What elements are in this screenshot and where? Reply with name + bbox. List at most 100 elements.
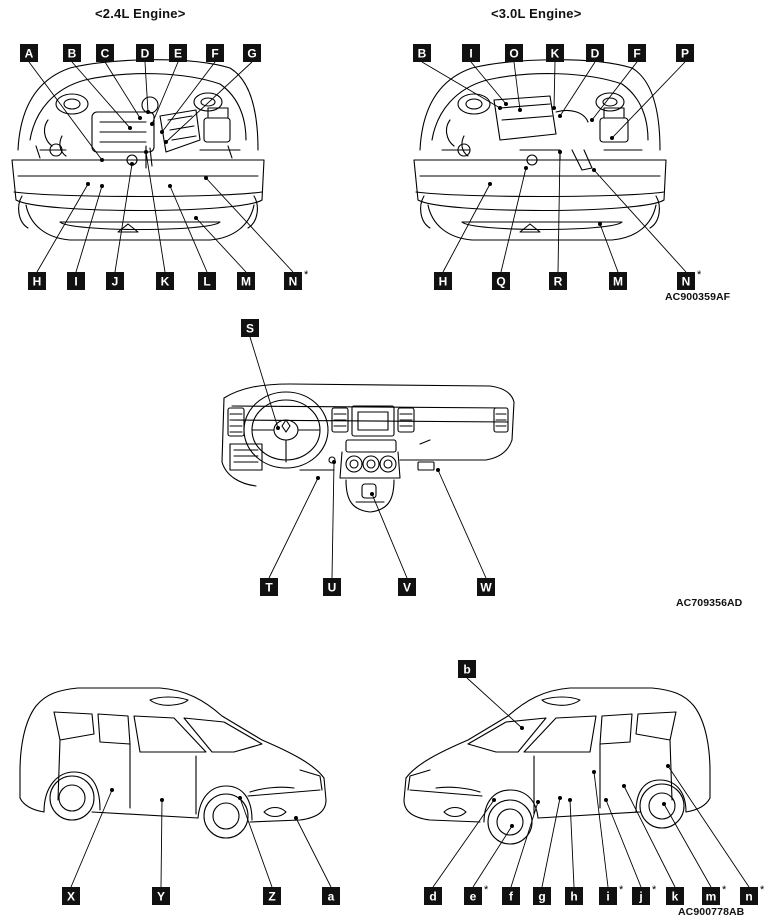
leader-line-L bbox=[169, 185, 208, 273]
leader-line-f bbox=[510, 801, 539, 888]
leader-endpoint-H bbox=[86, 182, 90, 186]
callout-box bbox=[546, 44, 564, 62]
callout-letter: j bbox=[638, 890, 642, 904]
leader-endpoint-Y bbox=[160, 798, 164, 802]
callout-letter: I bbox=[469, 47, 472, 61]
callout-letter: Z bbox=[268, 890, 275, 904]
callout-F: F bbox=[628, 44, 646, 62]
callout-box bbox=[609, 272, 627, 290]
callout-letter: k bbox=[672, 890, 679, 904]
leader-endpoint-N bbox=[592, 168, 596, 172]
leader-endpoints bbox=[86, 102, 670, 828]
leader-line-a bbox=[295, 817, 332, 888]
leader-line-h bbox=[569, 799, 575, 888]
callout-box bbox=[677, 272, 695, 290]
leader-endpoint-m bbox=[662, 802, 666, 806]
callout-box bbox=[67, 272, 85, 290]
callout-E: E bbox=[169, 44, 187, 62]
leader-endpoint-K bbox=[552, 106, 556, 110]
leader-endpoint-O bbox=[518, 108, 522, 112]
asterisk-mark: * bbox=[484, 884, 489, 896]
callout-box bbox=[702, 887, 720, 905]
leader-line-M bbox=[599, 223, 619, 273]
leader-endpoint-F bbox=[590, 118, 594, 122]
callout-box bbox=[284, 272, 302, 290]
leader-endpoint-Q bbox=[524, 166, 528, 170]
leader-endpoint-M bbox=[194, 216, 198, 220]
callout-box bbox=[96, 44, 114, 62]
leader-endpoint-g bbox=[558, 796, 562, 800]
callout-box bbox=[20, 44, 38, 62]
callout-letter: E bbox=[174, 47, 182, 61]
callout-letter: F bbox=[211, 47, 218, 61]
leader-line-B bbox=[71, 61, 131, 129]
vehicle-right-illustration bbox=[403, 687, 711, 845]
callout-box bbox=[206, 44, 224, 62]
leader-line-V bbox=[371, 493, 408, 579]
callout-j: j* bbox=[632, 884, 657, 905]
callout-C: C bbox=[96, 44, 114, 62]
callout-letter: Y bbox=[157, 890, 165, 904]
leader-line-F bbox=[591, 61, 638, 121]
leader-endpoint-Z bbox=[238, 796, 242, 800]
callout-d: d bbox=[424, 887, 442, 905]
leader-line-e bbox=[472, 825, 513, 888]
engine-30-illustration bbox=[413, 59, 667, 241]
leader-endpoint-N bbox=[204, 176, 208, 180]
asterisk-mark: * bbox=[304, 269, 309, 281]
callout-letter: I bbox=[74, 275, 77, 289]
callout-letter: H bbox=[33, 275, 42, 289]
body-figure-code: AC900778AB bbox=[678, 906, 745, 918]
leader-endpoint-H bbox=[488, 182, 492, 186]
leader-line-n bbox=[667, 765, 750, 888]
callout-D: D bbox=[586, 44, 604, 62]
callout-letter: n bbox=[745, 890, 752, 904]
leader-endpoint-U bbox=[332, 460, 336, 464]
leader-line-F bbox=[161, 61, 216, 133]
callout-letter: L bbox=[203, 275, 210, 289]
callout-P: P bbox=[676, 44, 694, 62]
callout-box bbox=[156, 272, 174, 290]
callout-f: f bbox=[502, 887, 520, 905]
leader-line-A bbox=[28, 61, 103, 161]
leader-endpoint-I bbox=[504, 102, 508, 106]
leader-endpoint-S bbox=[276, 426, 280, 430]
leader-endpoint-b bbox=[520, 726, 524, 730]
callout-box bbox=[63, 44, 81, 62]
callout-G: G bbox=[243, 44, 261, 62]
callout-F: F bbox=[206, 44, 224, 62]
leader-lines bbox=[28, 61, 750, 888]
callout-R: R bbox=[549, 272, 567, 290]
callout-letter: g bbox=[538, 890, 545, 904]
leader-line-O bbox=[513, 61, 521, 111]
callout-box bbox=[458, 660, 476, 678]
callout-letter: O bbox=[509, 47, 518, 61]
callout-box bbox=[413, 44, 431, 62]
leader-endpoint-V bbox=[370, 492, 374, 496]
callout-box bbox=[424, 887, 442, 905]
leader-endpoint-D bbox=[146, 110, 150, 114]
callout-box bbox=[136, 44, 154, 62]
callout-letter: P bbox=[681, 47, 689, 61]
callout-letter: m bbox=[706, 890, 717, 904]
callout-letter: B bbox=[418, 47, 427, 61]
callout-box bbox=[462, 44, 480, 62]
callout-box bbox=[666, 887, 684, 905]
callout-box bbox=[586, 44, 604, 62]
leader-endpoint-j bbox=[604, 798, 608, 802]
callout-letter: H bbox=[439, 275, 448, 289]
callout-box bbox=[263, 887, 281, 905]
callout-box bbox=[198, 272, 216, 290]
engine-figure-code: AC900359AF bbox=[665, 291, 731, 303]
callout-box bbox=[628, 44, 646, 62]
asterisk-mark: * bbox=[652, 884, 657, 896]
leader-endpoint-X bbox=[110, 788, 114, 792]
callout-letter: A bbox=[25, 47, 34, 61]
leader-endpoint-a bbox=[294, 816, 298, 820]
callout-box bbox=[237, 272, 255, 290]
callout-box bbox=[676, 44, 694, 62]
callout-letter: e bbox=[470, 890, 477, 904]
callout-letter: B bbox=[68, 47, 77, 61]
callout-letter: F bbox=[633, 47, 640, 61]
